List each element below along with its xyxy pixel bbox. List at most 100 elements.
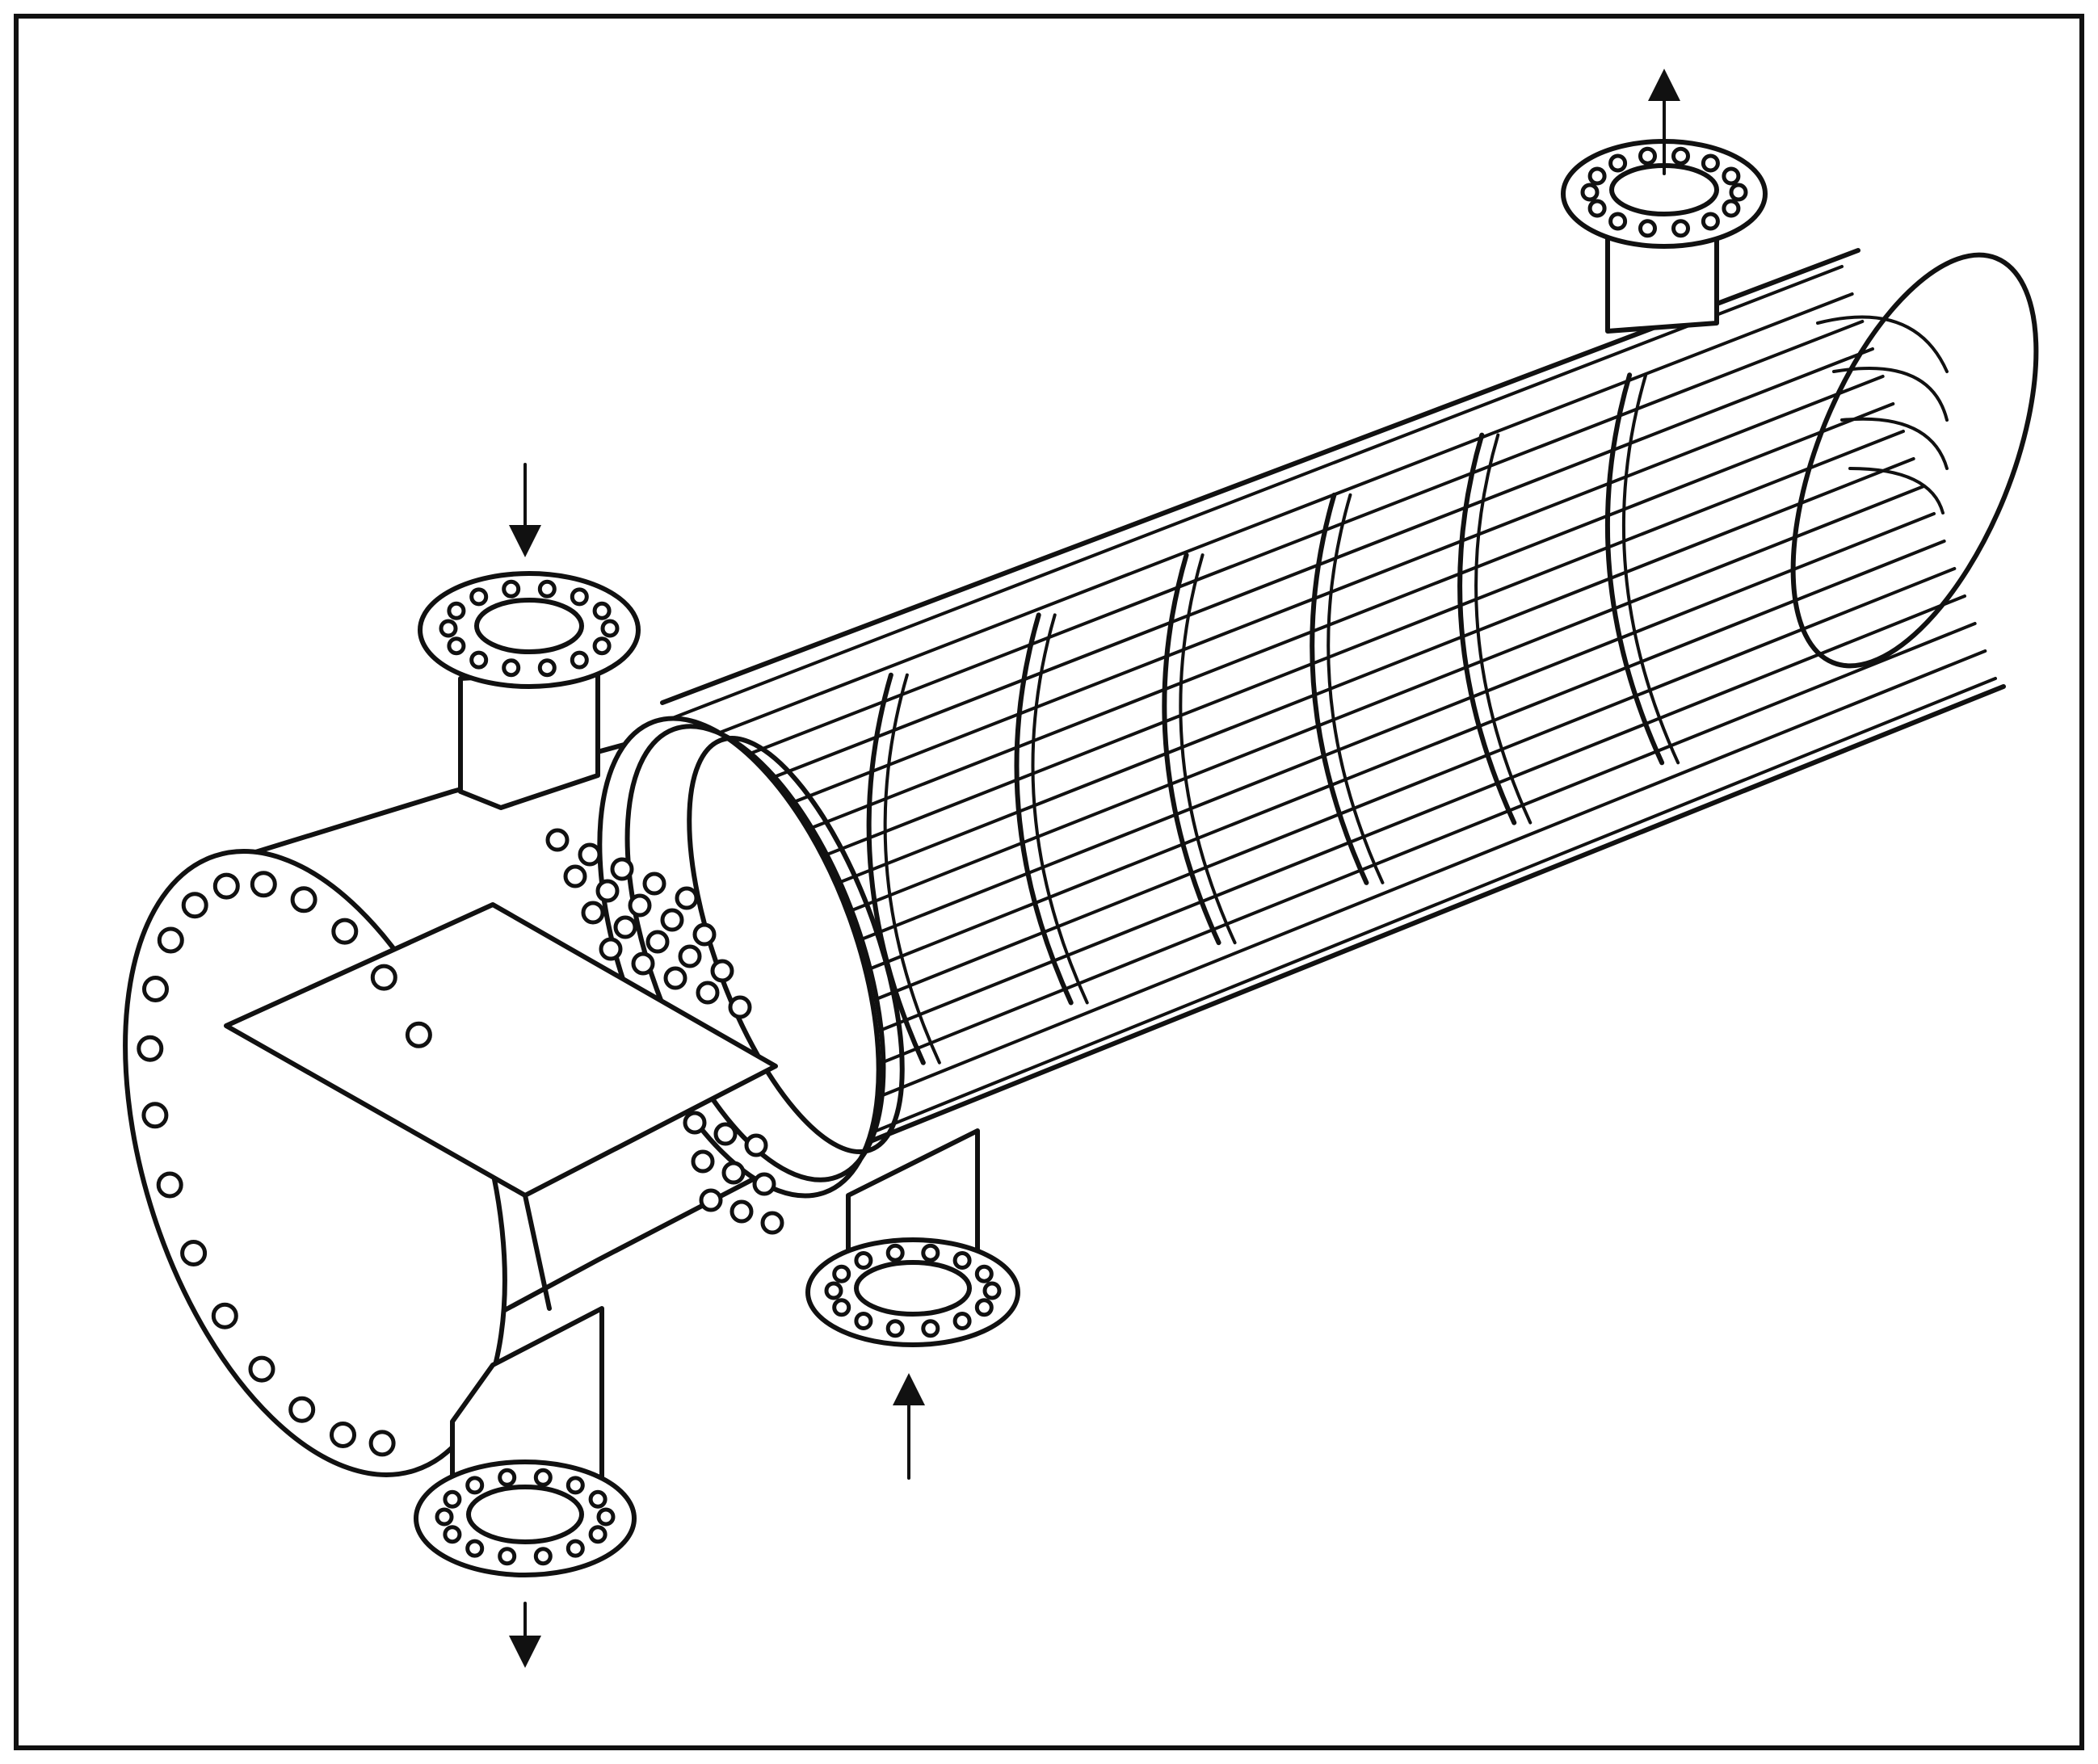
- tube-hole: [692, 922, 717, 947]
- bolt: [368, 1430, 396, 1457]
- bolt: [290, 886, 317, 914]
- tube-hole: [713, 1122, 738, 1146]
- flange-bolt: [447, 601, 466, 620]
- tube: [805, 567, 1957, 1029]
- flange-bolt: [885, 1319, 905, 1338]
- tube-hole: [628, 893, 652, 918]
- baffles: [866, 372, 1680, 1065]
- flange-bolt: [1587, 166, 1607, 186]
- tube-hole: [729, 1199, 754, 1224]
- tube-hole: [595, 879, 620, 903]
- flange-bolt: [502, 658, 521, 678]
- flange-bolt: [1671, 219, 1690, 238]
- flange-bolt: [498, 1547, 517, 1566]
- tube-hole: [696, 981, 720, 1005]
- bolt: [212, 872, 240, 900]
- bolt: [157, 926, 184, 954]
- flange-bolt: [1580, 183, 1600, 202]
- bolt: [141, 1102, 169, 1129]
- flange-bolt: [498, 1468, 517, 1487]
- flange-bolt: [565, 1476, 585, 1495]
- baffle: [1162, 552, 1221, 946]
- flange-bolt: [592, 601, 612, 620]
- tube-hole: [663, 966, 687, 990]
- shell-bottom-edge: [854, 684, 2006, 1149]
- flange-bolt: [832, 1298, 851, 1317]
- bolt: [370, 964, 397, 991]
- flange-bolt: [974, 1264, 994, 1283]
- tube-bundle: [669, 265, 1997, 1140]
- tube-hole: [721, 1161, 746, 1185]
- flange-bolt: [1701, 212, 1720, 231]
- flange-bolt: [921, 1319, 940, 1338]
- flange-bolt: [1701, 153, 1720, 173]
- tube: [693, 320, 1865, 777]
- tube: [767, 485, 1926, 945]
- nozzle-shell-inlet: [805, 1128, 1020, 1480]
- flange-bolt: [1729, 183, 1748, 202]
- tube-hole: [631, 951, 655, 976]
- flange-bolt: [854, 1312, 873, 1330]
- flange-bolt: [1638, 219, 1657, 238]
- nozzle-shell-outlet: [1561, 69, 1768, 334]
- bolt: [405, 1021, 432, 1048]
- tube: [780, 512, 1936, 972]
- pass-partition-plate: [224, 902, 778, 1198]
- flange-bolt: [469, 650, 489, 670]
- flange-bolt: [588, 1525, 608, 1544]
- baffle: [1457, 432, 1517, 825]
- flange-bolt: [1722, 199, 1741, 218]
- baffle-edge: [1474, 433, 1533, 825]
- flange-bolt: [596, 1507, 616, 1527]
- flange-bolt: [1671, 146, 1690, 166]
- baffle-edge: [1326, 493, 1385, 884]
- tube: [743, 430, 1905, 888]
- flange-bolt: [974, 1298, 994, 1317]
- flange-bolt: [447, 636, 466, 656]
- bolt: [181, 892, 208, 919]
- flange-bolt: [465, 1476, 485, 1495]
- tube: [706, 347, 1874, 804]
- tube-hole: [610, 857, 634, 881]
- nozzle-channel-inlet: [418, 463, 641, 810]
- baffle: [866, 672, 926, 1065]
- flange-bolt: [1638, 146, 1657, 166]
- bolt: [211, 1302, 238, 1329]
- tube-hole: [660, 908, 684, 932]
- tube-hole: [744, 1133, 768, 1157]
- flange-bolt: [1722, 166, 1741, 186]
- bolt: [330, 1422, 356, 1448]
- figure-border: [14, 14, 2084, 1750]
- tube-hole: [760, 1211, 784, 1235]
- tube-hole: [613, 915, 637, 939]
- bolt: [180, 1240, 208, 1266]
- tube-hole: [752, 1172, 776, 1196]
- bolt: [156, 1171, 183, 1199]
- bolt: [331, 918, 359, 945]
- tube-hole: [675, 886, 699, 910]
- flange-bolt: [824, 1281, 843, 1300]
- flange-bolt: [592, 636, 612, 656]
- tube: [830, 622, 1977, 1085]
- baffle: [1310, 492, 1369, 885]
- flange-bolt: [443, 1489, 462, 1509]
- bolt: [288, 1396, 316, 1423]
- tube-hole: [699, 1188, 723, 1212]
- flange-bolt: [502, 579, 521, 598]
- flange-bolt: [982, 1281, 1002, 1300]
- tube-hole: [683, 1111, 707, 1135]
- tube-hole: [645, 930, 670, 954]
- flange-bolt: [533, 1468, 553, 1487]
- flange-bolt: [832, 1264, 851, 1283]
- tube: [793, 540, 1946, 1001]
- flange-bolt: [854, 1251, 873, 1270]
- flange-bolt: [1608, 153, 1628, 173]
- tube: [755, 457, 1915, 917]
- flange-bolt: [952, 1251, 972, 1270]
- flange-bolt: [1608, 212, 1628, 231]
- tube: [681, 292, 1854, 749]
- flange-bolt: [565, 1539, 585, 1558]
- tube-hole: [710, 959, 734, 983]
- flange-bolt: [588, 1489, 608, 1509]
